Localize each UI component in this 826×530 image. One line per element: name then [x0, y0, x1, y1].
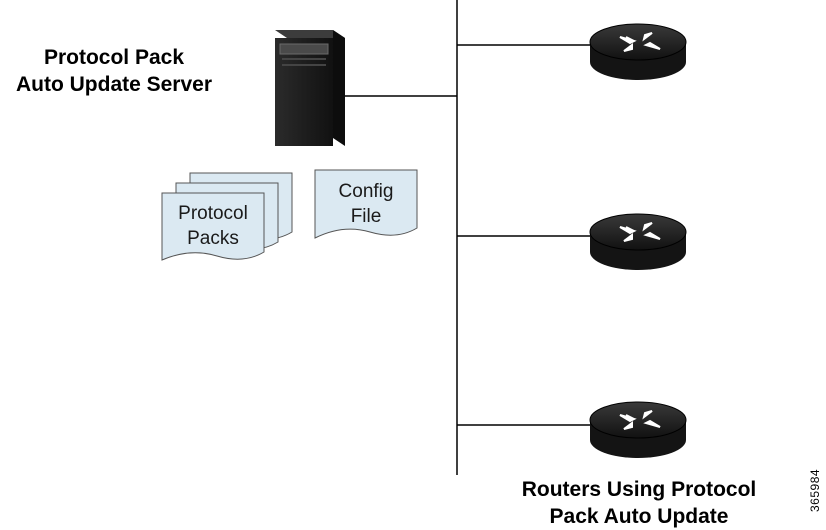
protocol-packs-line2: Packs — [187, 228, 239, 249]
protocol-packs-line1: Protocol — [178, 203, 248, 224]
config-file-label: Config File — [315, 179, 417, 229]
config-file-icon — [314, 169, 418, 239]
routers-caption-line1: Routers Using Protocol — [521, 478, 757, 501]
server-tower-icon — [275, 30, 345, 146]
server-title-line2: Auto Update Server — [15, 73, 213, 96]
router-icon-3 — [589, 401, 687, 458]
config-file-line1: Config — [338, 181, 394, 202]
router-icon-2 — [589, 213, 687, 270]
config-file-line2: File — [350, 206, 382, 227]
server-title: Protocol Pack Auto Update Server — [0, 44, 228, 98]
protocol-packs-icon — [161, 172, 293, 261]
router-icon-1 — [589, 23, 687, 80]
routers-caption-line2: Pack Auto Update — [549, 505, 729, 528]
server-title-line1: Protocol Pack — [43, 46, 185, 69]
protocol-packs-label: Protocol Packs — [162, 201, 264, 251]
routers-caption: Routers Using Protocol Pack Auto Update — [488, 476, 790, 530]
figure-id: 365984 — [808, 468, 822, 512]
